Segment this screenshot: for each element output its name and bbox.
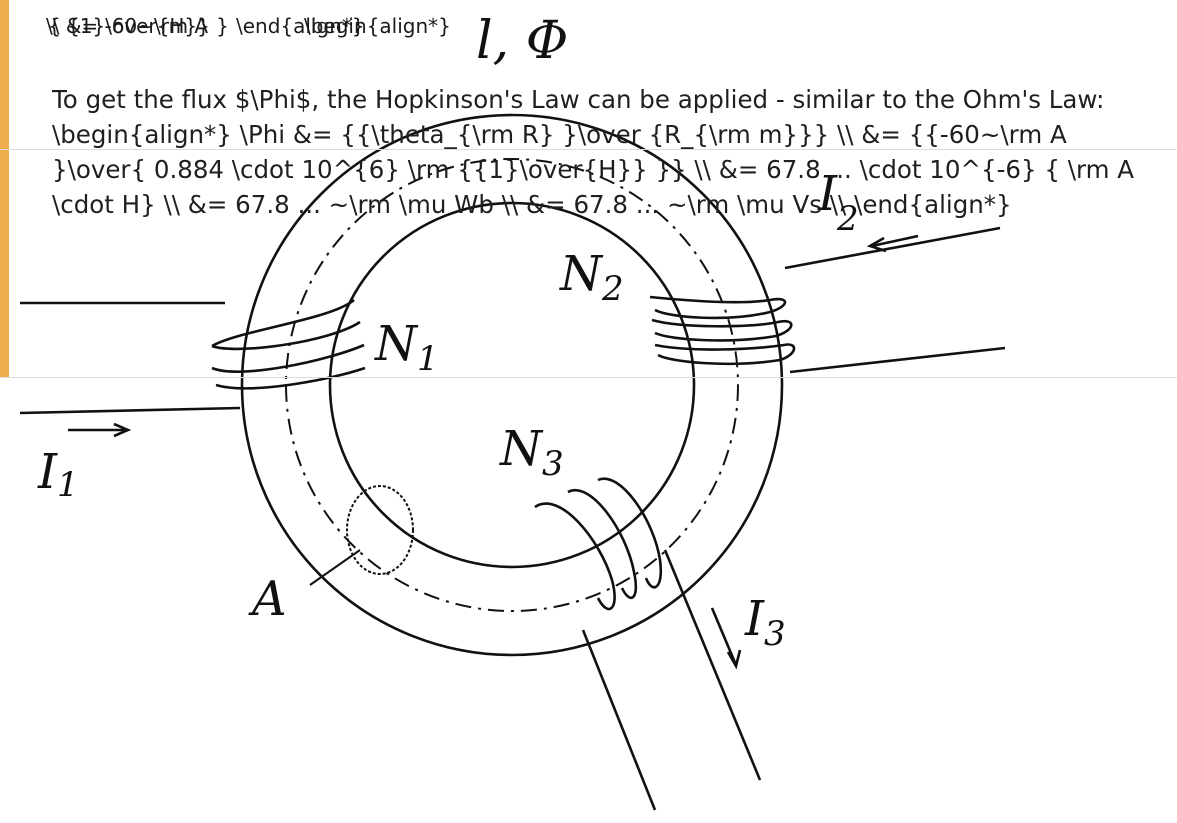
- horizontal-rule: [0, 377, 1177, 378]
- current-i1-arrowhead: [113, 422, 132, 438]
- latex-fragment: \\ &= -60~\rm A: [46, 14, 209, 38]
- winding-n1-turn: [215, 366, 366, 390]
- winding-n3-lead-left: [581, 629, 657, 811]
- current-i3-arrowhead: [726, 649, 742, 670]
- winding-n1-turn: [211, 343, 365, 373]
- core-outer-edge: [240, 113, 784, 657]
- area-label: A: [248, 571, 287, 627]
- path-flux-label: l, Φ: [476, 11, 568, 71]
- winding-n3-turn: [567, 488, 638, 600]
- latex-fragment: \begin{align*}: [304, 14, 451, 38]
- winding-n3-turn: [597, 477, 663, 589]
- area-pointer-line: [309, 549, 361, 586]
- winding-n2-turn: [649, 295, 787, 320]
- current-i2-label: I2: [817, 166, 859, 239]
- mean-path-line: [285, 158, 739, 612]
- winding-n3-turn: [534, 502, 616, 611]
- current-i2-arrowhead: [866, 236, 887, 253]
- winding-n2-turn: [654, 343, 796, 366]
- cross-section-area: [346, 485, 414, 575]
- current-i1-label: I1: [37, 444, 79, 505]
- winding-n1-turn: [211, 298, 355, 348]
- winding-n1-turn: [211, 320, 361, 351]
- winding-n3-label: N3: [499, 421, 564, 484]
- winding-n2-lead-bottom: [789, 346, 1006, 374]
- current-i3-label: I3: [744, 591, 786, 654]
- hopkinson-law-paragraph: To get the flux $\Phi$, the Hopkinson's …: [52, 85, 1135, 219]
- current-i2-arrow: [871, 234, 919, 248]
- winding-n1-label: N1: [374, 316, 439, 379]
- winding-n2-lead-top: [784, 226, 1001, 270]
- winding-n2-turn: [651, 318, 793, 342]
- winding-n3-lead-right: [663, 549, 762, 781]
- latex-fragment: { {1}\over{H}} }: [48, 14, 229, 38]
- horizontal-rule: [0, 149, 1177, 150]
- winding-n1-lead-bottom: [19, 406, 241, 415]
- winding-n2-label: N2: [559, 246, 624, 309]
- current-i3-arrow: [710, 607, 738, 666]
- core-inner-edge: [328, 201, 696, 569]
- latex-fragment: \end{align*}: [236, 14, 365, 38]
- accent-bar: [0, 0, 9, 377]
